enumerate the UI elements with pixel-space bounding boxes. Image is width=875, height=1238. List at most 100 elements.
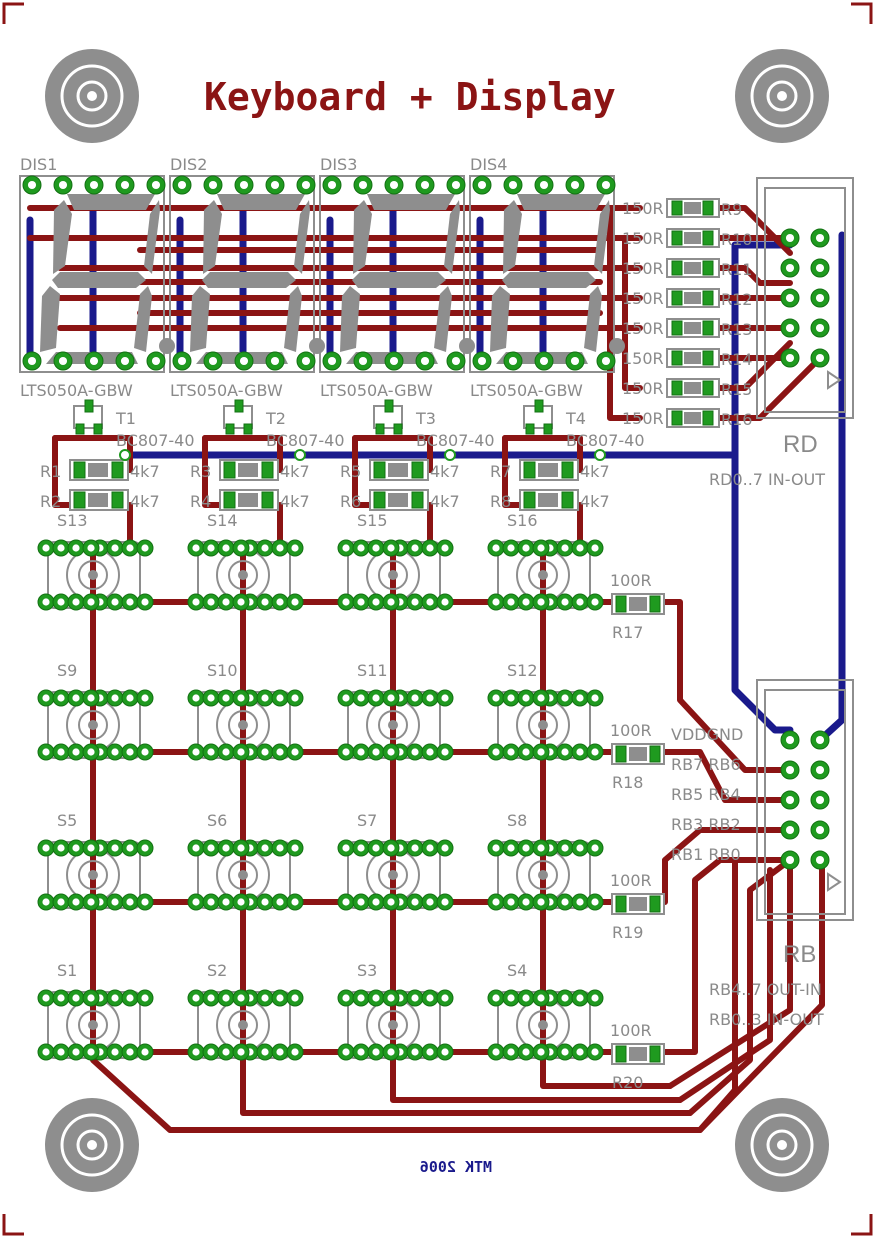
keypad-switch: S8 — [487, 811, 604, 911]
pad-hole — [192, 544, 200, 552]
switch-ref: S16 — [507, 511, 538, 530]
pad-hole — [387, 544, 395, 552]
pad-hole — [785, 795, 795, 805]
pad-hole — [561, 1048, 569, 1056]
rb-pin-label-1: VDDGND — [671, 725, 743, 744]
pad-hole — [126, 844, 134, 852]
smd-pad — [649, 745, 661, 763]
pad-hole — [42, 598, 50, 606]
display-segment — [217, 194, 305, 210]
pad-hole — [785, 735, 795, 745]
pad-hole — [239, 180, 249, 190]
pad-hole — [270, 356, 280, 366]
pad-hole — [327, 180, 337, 190]
smd-pad — [649, 1045, 661, 1063]
pad-hole — [87, 748, 95, 756]
switch-cap-inner — [528, 560, 558, 590]
pad-hole — [357, 844, 365, 852]
pad-hole — [576, 844, 584, 852]
pad-hole — [537, 898, 545, 906]
keypad-switch: S5 — [37, 811, 154, 911]
pad-hole — [141, 598, 149, 606]
switch-ref: S14 — [207, 511, 238, 530]
pad-hole — [87, 994, 95, 1002]
pad-hole — [276, 748, 284, 756]
pad-hole — [141, 694, 149, 702]
switch-cap-inner — [528, 710, 558, 740]
smd-pad — [73, 461, 86, 479]
smd-pad — [93, 423, 103, 435]
base-resistor-value: 4k7 — [430, 492, 460, 511]
switch-cap-inner — [78, 860, 108, 890]
base-resistor-ref: R6 — [340, 492, 361, 511]
segment-resistor-ref: R16 — [721, 410, 752, 429]
row-resistor-ref: R17 — [612, 623, 643, 642]
row-resistor-value: 100R — [610, 571, 652, 590]
switch-ref: S15 — [357, 511, 388, 530]
pad-hole — [522, 1048, 530, 1056]
row-resistor: 100R R17 — [610, 571, 665, 642]
pad-hole — [141, 748, 149, 756]
pad-hole — [111, 748, 119, 756]
pad-hole — [207, 898, 215, 906]
pad-hole — [126, 994, 134, 1002]
display-segment — [40, 286, 60, 352]
pad-hole — [508, 180, 518, 190]
pad-hole — [420, 180, 430, 190]
switch-center — [88, 570, 98, 580]
display-segment — [352, 272, 446, 288]
base-resistor-value: 4k7 — [280, 492, 310, 511]
display-segment — [367, 194, 455, 210]
pad-hole — [237, 994, 245, 1002]
pad-hole — [237, 598, 245, 606]
pad-hole — [441, 598, 449, 606]
segment-resistor-ref: R11 — [721, 260, 752, 279]
smd-pad — [702, 380, 714, 396]
pad-hole — [387, 898, 395, 906]
pad-hole — [358, 356, 368, 366]
smd-pad — [523, 491, 536, 509]
pad-hole — [342, 898, 350, 906]
via — [444, 449, 456, 461]
pad-hole — [72, 694, 80, 702]
smd-pad — [671, 230, 683, 246]
transistor-part: BC807-40 — [566, 431, 645, 450]
base-resistor-ref: R2 — [40, 492, 61, 511]
pad-hole — [261, 994, 269, 1002]
pad-hole — [591, 844, 599, 852]
rb-pin-label-3: RB5 RB4 — [671, 785, 741, 804]
segment-resistor-value: 150R — [622, 349, 664, 368]
display-decimal-point — [159, 338, 175, 354]
pad-hole — [815, 855, 825, 865]
pad-hole — [291, 844, 299, 852]
base-resistor-value: 4k7 — [580, 492, 610, 511]
base-resistor-ref: R1 — [40, 462, 61, 481]
mounting-hole-ring — [76, 80, 108, 112]
pad-hole — [451, 356, 461, 366]
pad-hole — [342, 994, 350, 1002]
pad-hole — [358, 180, 368, 190]
pad-hole — [492, 898, 500, 906]
transistor-part: BC807-40 — [416, 431, 495, 450]
pad-hole — [785, 765, 795, 775]
pad-hole — [426, 544, 434, 552]
pad-hole — [237, 844, 245, 852]
pad-hole — [785, 263, 795, 273]
pad-hole — [141, 898, 149, 906]
base-resistor-ref: R4 — [190, 492, 211, 511]
pad-hole — [89, 180, 99, 190]
pad-hole — [411, 544, 419, 552]
pad-hole — [222, 898, 230, 906]
mounting-hole-center — [777, 1140, 787, 1150]
pad-hole — [87, 898, 95, 906]
switch-center — [238, 870, 248, 880]
pad-hole — [576, 694, 584, 702]
smd-pad — [561, 491, 574, 509]
display-ref: DIS2 — [170, 155, 207, 174]
pad-hole — [591, 598, 599, 606]
row-resistor-ref: R18 — [612, 773, 643, 792]
